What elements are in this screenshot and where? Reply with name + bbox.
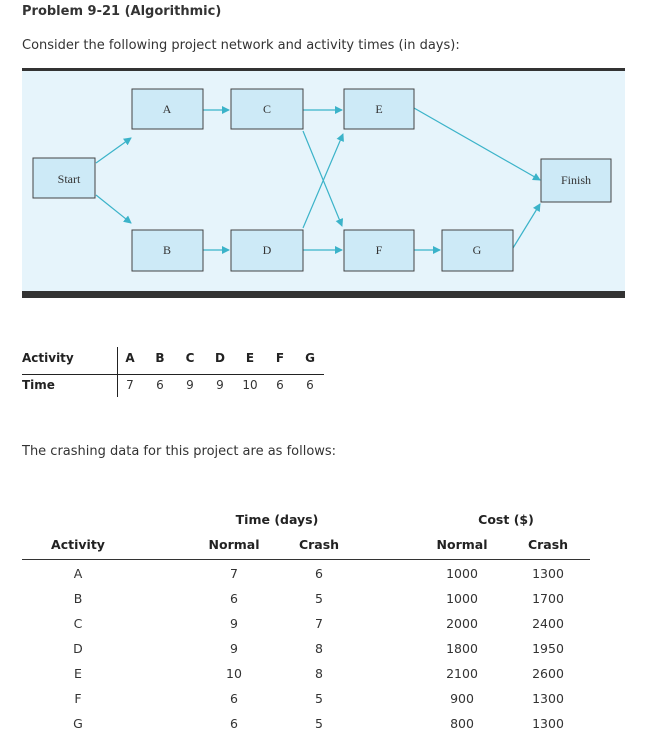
crash-intro-text: The crashing data for this project are a…: [22, 444, 337, 459]
activity-header-cell: F: [275, 351, 285, 365]
edge-e-finish: [413, 107, 541, 181]
top-rule: [22, 68, 625, 71]
node-start-box: [32, 157, 96, 199]
activity-row-label: Activity: [22, 351, 74, 365]
time-value-cell: 10: [242, 378, 258, 392]
cost-normal-cell: 800: [450, 716, 474, 731]
time-value-cell: 6: [156, 378, 164, 392]
crash-activity-cell: C: [73, 616, 83, 631]
node-e-label: E: [375, 102, 382, 116]
crash-activity-cell: E: [74, 666, 82, 681]
cost-normal-column-header: Normal: [436, 537, 488, 552]
table-horizontal-rule: [22, 374, 324, 375]
time-normal-cell: 6: [230, 716, 238, 731]
time-normal-cell: 6: [230, 691, 238, 706]
cost-normal-cell: 2100: [446, 666, 478, 681]
crash-table-header-rule: [22, 559, 590, 560]
time-normal-column-header: Normal: [208, 537, 260, 552]
node-finish-box: [540, 158, 612, 203]
node-start-label: Start: [58, 172, 81, 186]
node-f-box: [343, 229, 415, 272]
problem-title: Problem 9-21 (Algorithmic): [22, 4, 222, 19]
time-crash-cell: 7: [315, 616, 323, 631]
edge-start-a: [95, 137, 132, 164]
activity-header-cell: D: [215, 351, 225, 365]
cost-normal-cell: 2000: [446, 616, 478, 631]
time-value-cell: 7: [126, 378, 134, 392]
time-value-cell: 6: [306, 378, 314, 392]
time-crash-cell: 8: [315, 666, 323, 681]
activity-header-cell: G: [305, 351, 315, 365]
crash-activity-cell: G: [73, 716, 83, 731]
activity-header-cell: E: [245, 351, 255, 365]
crash-activity-cell: A: [73, 566, 83, 581]
activity-header-cell: A: [125, 351, 135, 365]
time-normal-cell: 10: [226, 666, 242, 681]
node-a-label: A: [163, 102, 172, 116]
cost-crash-cell: 2600: [532, 666, 564, 681]
node-c-label: C: [263, 102, 271, 116]
time-normal-cell: 7: [230, 566, 238, 581]
node-b-label: B: [163, 243, 171, 257]
time-crash-column-header: Crash: [298, 537, 340, 552]
time-crash-cell: 5: [315, 691, 323, 706]
edge-g-finish: [512, 203, 541, 249]
cost-normal-cell: 1800: [446, 641, 478, 656]
edge-c-f: [302, 130, 344, 227]
node-g-box: [441, 229, 514, 272]
time-crash-cell: 5: [315, 716, 323, 731]
time-row-label: Time: [22, 378, 55, 392]
crash-activity-cell: F: [74, 691, 82, 706]
time-crash-cell: 6: [315, 566, 323, 581]
cost-crash-cell: 2400: [532, 616, 564, 631]
cost-group-header: Cost ($): [478, 512, 534, 527]
time-value-cell: 9: [216, 378, 224, 392]
node-a-box: [131, 88, 204, 130]
intro-text: Consider the following project network a…: [22, 38, 460, 53]
project-network-diagram: Start A B C D E F G Finish: [22, 68, 625, 298]
crash-activity-cell: B: [73, 591, 83, 606]
node-d-label: D: [263, 243, 272, 257]
cost-crash-cell: 1950: [532, 641, 564, 656]
time-value-cell: 6: [276, 378, 284, 392]
activity-column-header: Activity: [51, 537, 105, 552]
node-f-label: F: [376, 243, 383, 257]
time-normal-cell: 6: [230, 591, 238, 606]
activity-header-cell: B: [155, 351, 165, 365]
time-group-header: Time (days): [235, 512, 319, 527]
activity-header-cell: C: [185, 351, 195, 365]
edge-d-e: [302, 133, 344, 229]
time-value-cell: 9: [186, 378, 194, 392]
node-c-box: [230, 88, 304, 130]
bottom-rule: [22, 291, 625, 298]
cost-crash-cell: 1300: [532, 716, 564, 731]
cost-normal-cell: 1000: [446, 566, 478, 581]
time-crash-cell: 8: [315, 641, 323, 656]
node-d-box: [230, 229, 304, 272]
time-normal-cell: 9: [230, 616, 238, 631]
node-e-box: [343, 88, 415, 130]
cost-crash-cell: 1700: [532, 591, 564, 606]
table-vertical-rule: [117, 347, 118, 397]
crash-activity-cell: D: [73, 641, 83, 656]
time-normal-cell: 9: [230, 641, 238, 656]
time-crash-cell: 5: [315, 591, 323, 606]
node-finish-label: Finish: [561, 173, 591, 187]
cost-normal-cell: 1000: [446, 591, 478, 606]
cost-crash-column-header: Crash: [527, 537, 569, 552]
cost-crash-cell: 1300: [532, 691, 564, 706]
edge-start-b: [95, 194, 132, 224]
node-g-label: G: [473, 243, 482, 257]
node-b-box: [131, 229, 204, 272]
cost-crash-cell: 1300: [532, 566, 564, 581]
cost-normal-cell: 900: [450, 691, 474, 706]
